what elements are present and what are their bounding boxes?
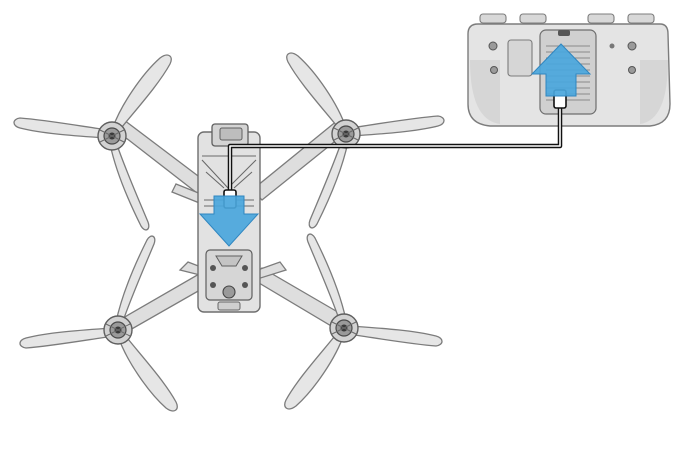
propeller-rear-right — [284, 233, 443, 410]
arrow-up-icon — [530, 43, 592, 97]
drone — [13, 52, 445, 412]
propeller-rear-left — [19, 235, 178, 412]
propeller-front-right — [286, 52, 445, 229]
arrow-down-icon — [198, 195, 260, 247]
